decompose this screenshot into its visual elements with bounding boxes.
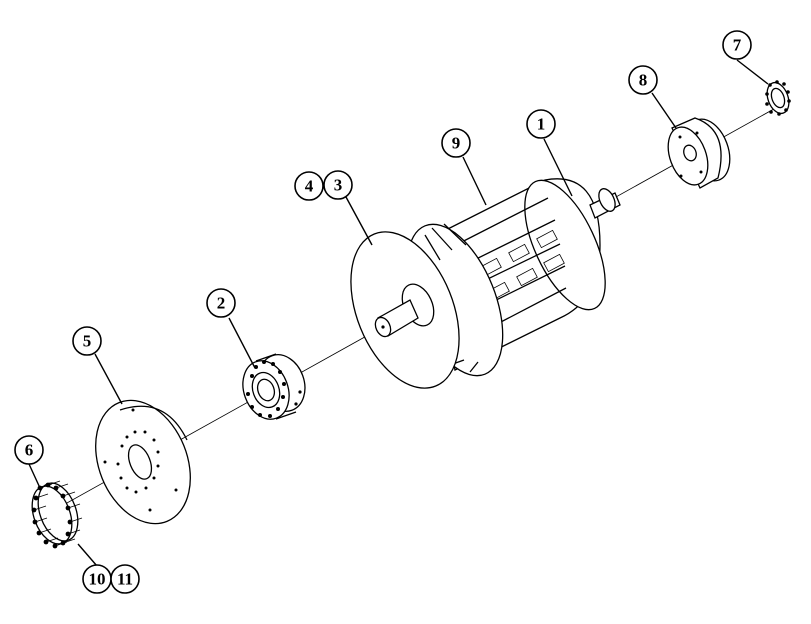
balloon-8: 8: [628, 65, 658, 95]
part-bearing-housing: [242, 353, 306, 420]
part-disc-plate: [95, 399, 191, 525]
svg-text:2: 2: [217, 294, 226, 313]
balloon-1: 1: [526, 109, 556, 139]
part-gear: [765, 80, 791, 116]
svg-text:4: 4: [305, 177, 314, 196]
leader-lines: [28, 59, 769, 567]
svg-text:5: 5: [83, 332, 92, 351]
svg-text:10: 10: [89, 570, 106, 589]
part-end-cap: [667, 117, 731, 189]
balloon-7: 7: [722, 30, 752, 60]
svg-text:11: 11: [117, 570, 133, 589]
balloon-9: 9: [441, 128, 471, 158]
part-bolt-ring: [31, 480, 83, 549]
part-rotor-assembly: [350, 178, 621, 389]
svg-text:6: 6: [25, 441, 34, 460]
balloon-3: 3: [323, 170, 353, 200]
svg-text:8: 8: [639, 71, 648, 90]
svg-text:7: 7: [733, 36, 742, 55]
balloon-10: 10: [82, 564, 112, 594]
balloon-6: 6: [14, 435, 44, 465]
svg-text:3: 3: [334, 176, 343, 195]
balloon-11: 11: [110, 564, 140, 594]
svg-text:9: 9: [452, 134, 461, 153]
svg-text:1: 1: [537, 115, 546, 134]
balloon-4: 4: [294, 171, 324, 201]
balloon-2: 2: [206, 288, 236, 318]
balloon-5: 5: [72, 326, 102, 356]
